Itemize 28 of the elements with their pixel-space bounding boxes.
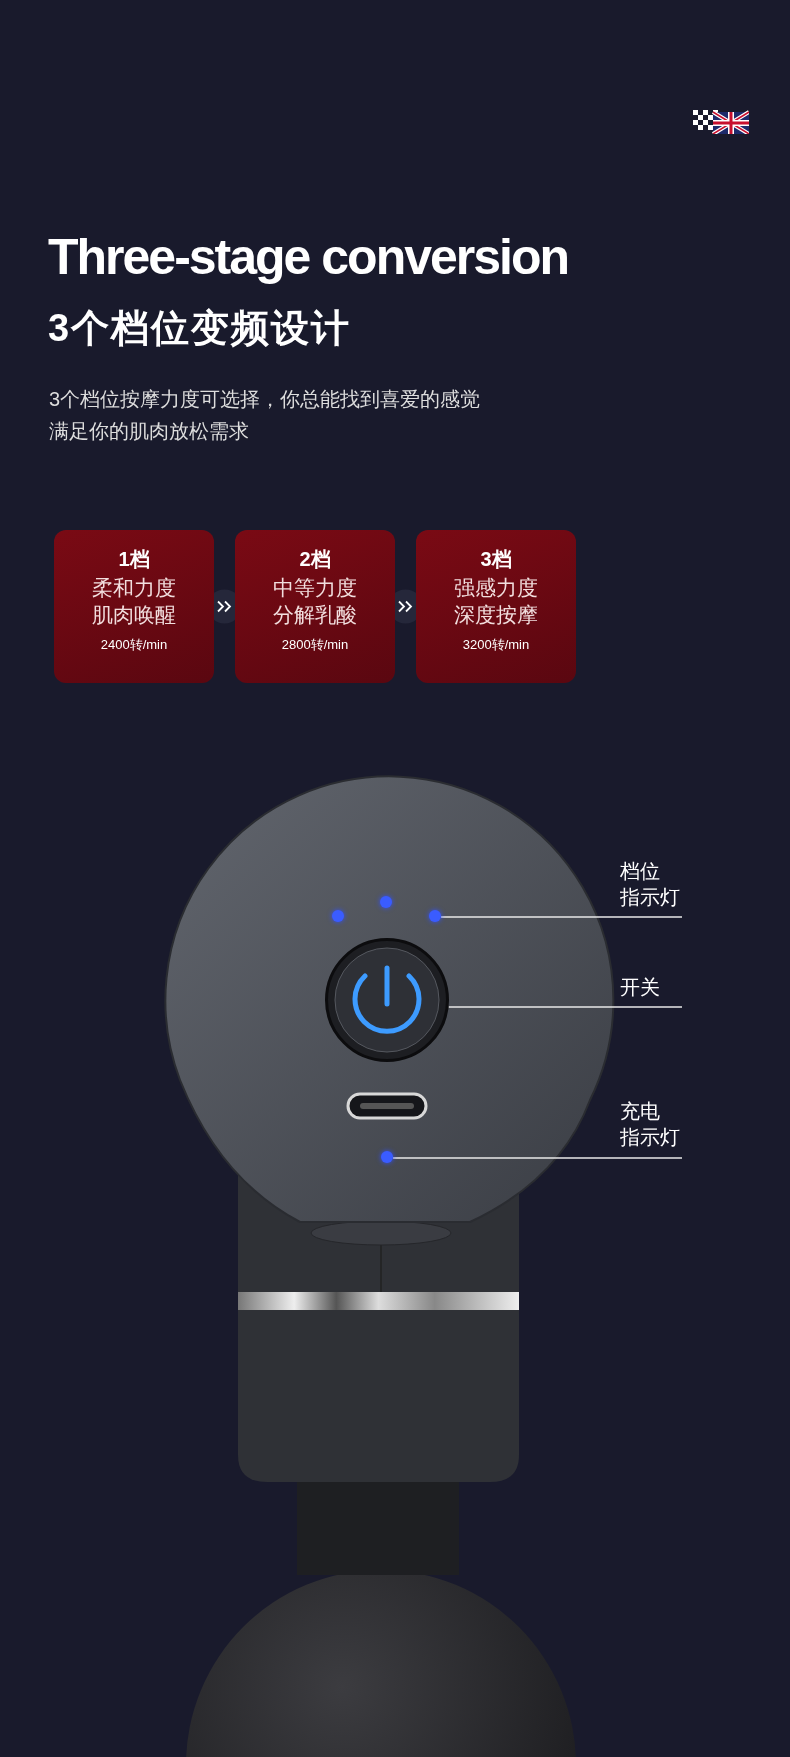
- stage-description: 深度按摩: [454, 602, 538, 628]
- callout-label: 指示灯: [620, 885, 681, 910]
- description-text: 3个档位按摩力度可选择，你总能找到喜爱的感觉: [49, 387, 481, 412]
- leader-line: [440, 916, 683, 918]
- stage-description: 分解乳酸: [273, 602, 357, 628]
- callout-label: 档位: [620, 859, 661, 884]
- callout-label: 指示灯: [620, 1125, 681, 1150]
- stage-description: 肌肉唤醒: [92, 602, 176, 628]
- power-button: [325, 938, 449, 1062]
- stage-description: 中等力度: [273, 575, 357, 601]
- callout-label: 充电: [620, 1099, 661, 1124]
- speed-label: 2400转/min: [100, 636, 168, 654]
- leader-line: [447, 1006, 683, 1008]
- stage-label: 3档: [480, 547, 512, 572]
- stage-card: [416, 530, 576, 683]
- subtitle: 3个档位变频设计: [48, 306, 352, 351]
- stage-card: [235, 530, 395, 683]
- callout-label: 开关: [620, 975, 661, 1000]
- stage-description: 柔和力度: [92, 575, 176, 601]
- title: Three-stage conversion: [48, 228, 569, 286]
- stage-card: [54, 530, 214, 683]
- stage-label: 1档: [118, 547, 150, 572]
- speed-label: 3200转/min: [462, 636, 530, 654]
- speed-label: 2800转/min: [281, 636, 349, 654]
- stage-label: 2档: [299, 547, 331, 572]
- leader-line: [392, 1157, 683, 1159]
- stage-description: 强感力度: [454, 575, 538, 601]
- description-text: 满足你的肌肉放松需求: [49, 419, 249, 444]
